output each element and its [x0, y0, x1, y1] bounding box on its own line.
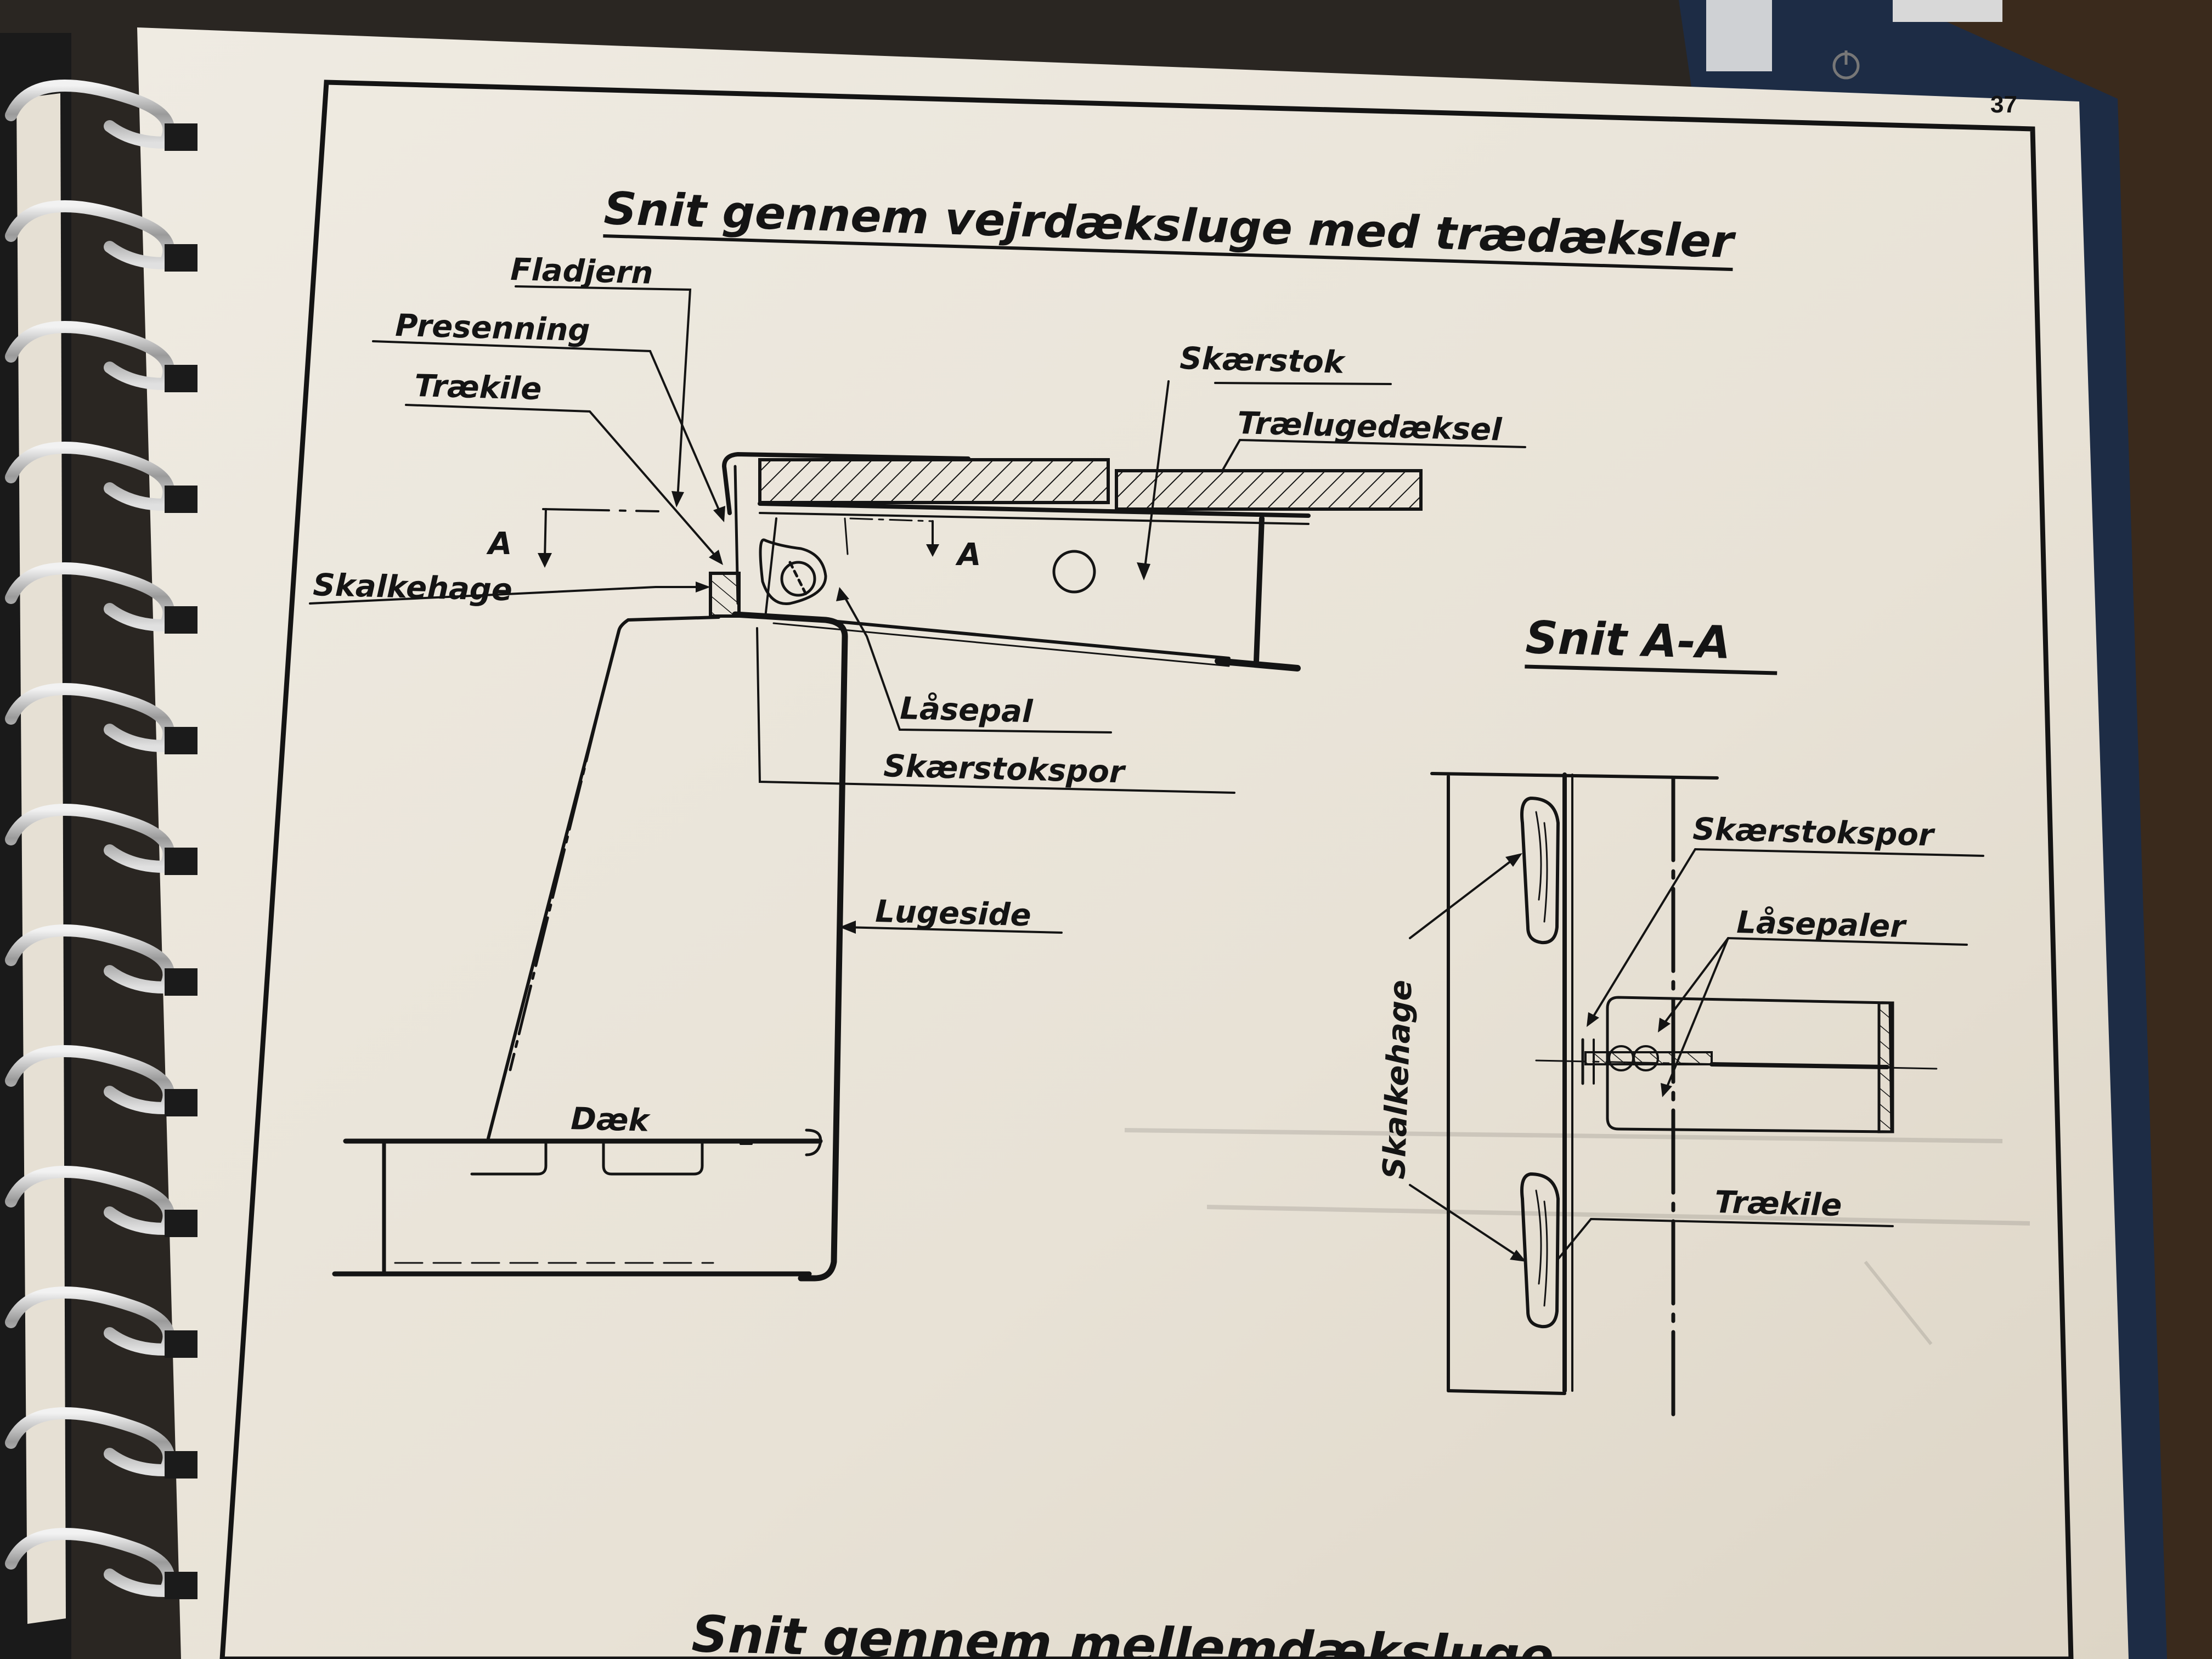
binding-hole: [165, 1330, 198, 1358]
locking-pawl: [759, 538, 827, 605]
aa-label-traekile: Trækile: [1714, 1184, 1843, 1223]
section-aa-labels: Skærstokspor Låsepaler Trækile Skalkehag…: [1376, 811, 1936, 1223]
label-traelugedaeksel: Trælugedæksel: [1237, 405, 1503, 448]
cover-panel-right: [1115, 469, 1423, 511]
hatch-coaming: [732, 611, 848, 1282]
show-through: [1124, 1128, 2030, 1345]
main-labels: Fladjern Presenning Trækile A Skalkehage…: [313, 252, 1503, 1139]
binding-hole: [165, 727, 198, 754]
binding-hole: [165, 1089, 198, 1116]
cover-panel-left: [758, 458, 1110, 504]
label-lugeside: Lugeside: [875, 894, 1032, 933]
label-presenning: Presenning: [395, 308, 591, 348]
label-skaerstokspor: Skærstokspor: [883, 748, 1127, 791]
binding-ring: [5, 1045, 175, 1115]
binding-hole: [165, 606, 198, 634]
label-skaerstok: Skærstok: [1180, 341, 1347, 381]
aa-wedge-bottom: [1520, 1172, 1560, 1329]
binding-ring: [5, 1528, 175, 1598]
binding-hole: [165, 365, 198, 392]
label-skalkehage: Skalkehage: [313, 567, 513, 608]
label-fladjern: Fladjern: [510, 252, 654, 291]
label-laasepal: Låsepal: [900, 691, 1034, 730]
section-aa-title: Snit A-A: [1525, 612, 1778, 675]
binding-hole: [165, 848, 198, 875]
label-traekile: Trækile: [414, 368, 543, 407]
aa-wedge-top: [1520, 796, 1560, 945]
binding-ring: [5, 1286, 175, 1356]
binding-hole: [165, 1210, 198, 1237]
main-section-drawing: [309, 285, 1526, 1282]
binding-ring: [5, 924, 175, 994]
page: [137, 27, 2129, 1659]
binding-hole: [165, 486, 198, 513]
section-aa-drawing: [1409, 772, 1984, 1420]
binding-hole: [165, 1572, 198, 1599]
binding-ring: [5, 442, 175, 511]
binding-ring: [5, 1407, 175, 1477]
binding-hole: [165, 1451, 198, 1479]
page-frame: [219, 80, 2074, 1659]
binding-ring: [5, 804, 175, 873]
binding-hole: [165, 244, 198, 272]
binding-ring: [5, 683, 175, 753]
binding-hole: [165, 123, 198, 151]
label-section-a-left: A: [486, 526, 512, 562]
label-daek: Dæk: [571, 1101, 652, 1139]
binding-ring: [5, 80, 175, 149]
aa-label-skalkehage: Skalkehage: [1376, 979, 1419, 1180]
label-section-a-right: A: [955, 537, 981, 573]
spiral-binding-rings: [5, 80, 198, 1599]
binding-ring: [5, 200, 175, 270]
aa-pawl-box: [1606, 996, 1893, 1133]
binding-ring: [5, 321, 175, 391]
cleat-box: [709, 572, 741, 618]
power-icon: [1832, 50, 1860, 80]
aa-label-laasepaler: Låsepaler: [1736, 905, 1908, 945]
page-number: 37: [1990, 91, 2017, 118]
binding-ring: [5, 1166, 175, 1235]
binding-ring: [5, 562, 175, 632]
flat-iron: [721, 452, 970, 515]
aa-label-skaerstokspor: Skærstokspor: [1692, 811, 1936, 854]
svg-text:Snit A-A: Snit A-A: [1525, 612, 1731, 669]
binding-hole: [165, 968, 198, 996]
